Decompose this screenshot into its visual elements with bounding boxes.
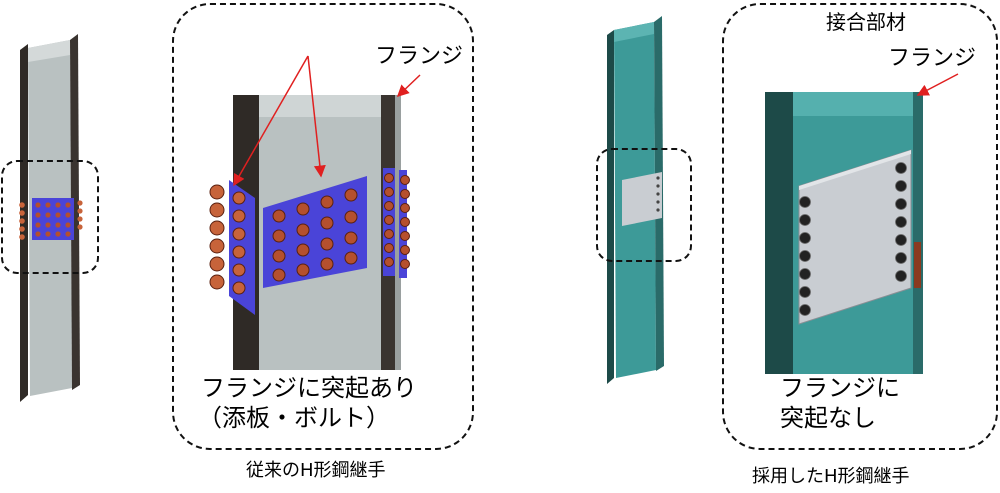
adopted-beam-overview: [607, 16, 664, 384]
conventional-beam-overview: [19, 34, 83, 402]
conventional-callout-frame: [172, 3, 474, 450]
adopted-flange-label: フランジ: [888, 46, 977, 71]
conventional-joint-detail: [209, 95, 410, 370]
adopted-caption: 採用したH形鋼継手: [752, 466, 910, 487]
conventional-arrows: [233, 55, 421, 187]
conventional-callout-line1: フランジに突起あり: [201, 374, 417, 402]
adopted-callout-frame: [722, 3, 998, 450]
conventional-caption: 従来のH形鋼継手: [246, 460, 386, 481]
adopted-zoom-marker: [596, 148, 692, 262]
adopted-flange-arrow: [916, 73, 959, 96]
conventional-callout-line2: （添板・ボルト）: [198, 404, 390, 432]
conventional-flange-label: フランジ: [375, 44, 464, 69]
adopted-member-label: 接合部材: [826, 10, 906, 34]
adopted-joint-detail: [765, 92, 923, 374]
conventional-zoom-marker: [1, 160, 99, 274]
adopted-callout-line1: フランジに: [780, 374, 900, 402]
adopted-callout-line2: 突起なし: [780, 404, 876, 432]
